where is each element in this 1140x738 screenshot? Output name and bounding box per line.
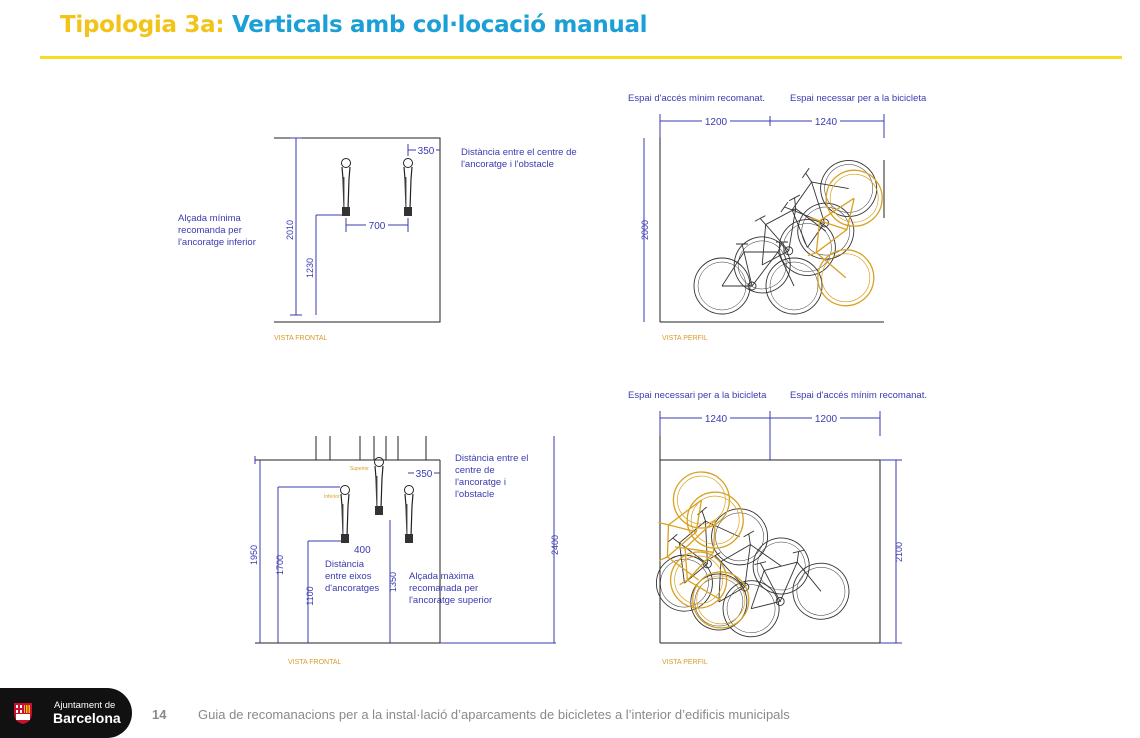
dim-lower-top-left: 1230 — [305, 258, 315, 278]
view-label-bottom-right: VISTA PERFIL — [662, 659, 708, 666]
note-height-1: Alçada mínima — [178, 213, 242, 224]
dim-offset-top-left: 350 — [418, 146, 435, 157]
note-bl-obstacle-2: centre de — [455, 465, 495, 476]
logo-line-2: Barcelona — [53, 710, 121, 726]
note-max-2: recomanada per — [409, 583, 478, 594]
view-label-top-left: VISTA FRONTAL — [274, 335, 328, 342]
view-label-top-right: VISTA PERFIL — [662, 335, 708, 342]
dim-height-top-right: 2000 — [640, 220, 650, 240]
barcelona-logo: Ajuntament de Barcelona — [0, 688, 132, 738]
note-axes-1: Distància — [325, 559, 365, 570]
drawing-bottom-right: Espai necessari per a la bicicleta Espai… — [628, 390, 927, 666]
dim-1950: 1950 — [249, 545, 259, 565]
page-title: Tipologia 3a: Verticals amb col·locació … — [60, 12, 648, 38]
title-prefix: Tipologia 3a: — [60, 12, 225, 38]
label-inferior: Inferior — [324, 494, 340, 500]
dim-1100: 1100 — [305, 586, 315, 605]
dim-1350: 1350 — [388, 572, 398, 592]
dim-total-bottom-left: 2400 — [550, 535, 560, 555]
dim-400: 400 — [354, 545, 371, 556]
label-space-bottom: Espai necessari per a la bicicleta — [628, 390, 767, 401]
dim-access-bottom: 1200 — [815, 414, 838, 425]
note-axes-3: d'ancoratges — [325, 583, 379, 594]
note-axes-2: entre eixos — [325, 571, 372, 582]
page-number: 14 — [152, 707, 167, 722]
dim-height-bottom-right: 2100 — [894, 542, 904, 562]
note-bl-obstacle-4: l'obstacle — [455, 489, 494, 500]
dim-access-top: 1200 — [705, 117, 728, 128]
logo-line-1: Ajuntament de — [54, 700, 116, 711]
title-main: Verticals amb col·locació manual — [231, 12, 648, 38]
label-access-bottom: Espai d'accés mínim recomanat. — [790, 390, 927, 401]
note-bl-obstacle-1: Distància entre el — [455, 453, 528, 464]
barcelona-shield-icon — [14, 703, 32, 724]
dim-space-top: 1240 — [815, 117, 838, 128]
note-height-2: recomanda per — [178, 225, 242, 236]
dim-350-bottom: 350 — [416, 469, 433, 480]
label-space-top: Espai necessar per a la bicicleta — [790, 93, 927, 104]
note-bl-obstacle-3: l'ancoratge i — [455, 477, 506, 488]
title-rule — [40, 56, 1122, 59]
note-height-3: l'ancoratge inferior — [178, 237, 256, 248]
drawing-top-left: 2010 1230 700 350 Distància entre el cen… — [178, 137, 577, 342]
dim-height-top-left: 2010 — [285, 220, 295, 240]
note-obstacle-1: Distància entre el centre de — [461, 147, 577, 158]
drawing-top-right: Espai d'accés mínim recomanat. Espai nec… — [628, 93, 927, 342]
footer-doc-title: Guia de recomanacions per a la instal·la… — [198, 707, 790, 722]
label-superior: Superior — [350, 466, 369, 472]
note-max-1: Alçada màxima — [409, 571, 475, 582]
label-access-top: Espai d'accés mínim recomanat. — [628, 93, 765, 104]
dim-space-bottom: 1240 — [705, 414, 728, 425]
dim-1700: 1700 — [275, 555, 285, 575]
note-max-3: l'ancoratge superior — [409, 595, 492, 606]
note-obstacle-2: l'ancoratge i l'obstacle — [461, 159, 554, 170]
view-label-bottom-left: VISTA FRONTAL — [288, 659, 342, 666]
drawing-bottom-left: 2400 1950 1700 1100 1350 Superior Inferi… — [249, 436, 560, 666]
technical-drawings: 2010 1230 700 350 Distància entre el cen… — [178, 93, 927, 666]
dim-spacing-top-left: 700 — [369, 221, 386, 232]
